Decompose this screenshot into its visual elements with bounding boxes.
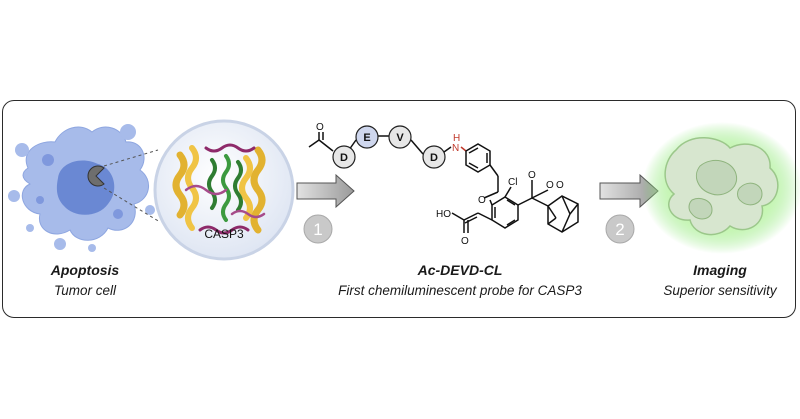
peroxide-oxygen-1: O	[546, 180, 554, 191]
probe-structure	[308, 132, 579, 233]
amine-hydrogen: H	[453, 133, 460, 144]
ether-oxygen: O	[478, 195, 486, 206]
probe-title: Ac-DEVD-CL	[417, 262, 503, 278]
residue-2: E	[363, 132, 370, 144]
atom-labels: O N H O Cl O O O HO O	[316, 122, 564, 247]
acid-carbonyl-oxygen: O	[461, 236, 469, 247]
amine-nitrogen: N	[452, 143, 459, 154]
peroxide-oxygen-2: O	[556, 180, 564, 191]
imaging-glow-illustration	[642, 122, 800, 254]
enzyme-icon	[87, 165, 105, 187]
acid-hydroxyl: HO	[436, 209, 451, 220]
apoptosis-title: Apoptosis	[50, 262, 120, 278]
chlorine: Cl	[508, 177, 517, 188]
residue-4: D	[430, 152, 438, 164]
probe-subtitle: First chemiluminescent probe for CASP3	[338, 283, 582, 298]
residue-beads: D E V D	[332, 125, 446, 169]
residue-1: D	[340, 152, 348, 164]
imaging-title: Imaging	[693, 262, 747, 278]
enzyme-label: CASP3	[204, 227, 244, 241]
step-2-number: 2	[615, 220, 624, 239]
methoxy-oxygen: O	[528, 170, 536, 181]
imaging-subtitle: Superior sensitivity	[663, 283, 777, 298]
casp3-zoom: CASP3	[153, 119, 295, 261]
step-1-number: 1	[313, 220, 322, 239]
protein-structure-icon	[172, 143, 266, 235]
acetyl-oxygen: O	[316, 122, 324, 133]
step-1-arrow: 1	[296, 173, 355, 244]
tumor-cell-illustration	[8, 124, 161, 252]
tumor-cell-subtitle: Tumor cell	[53, 283, 116, 298]
residue-3: V	[396, 132, 404, 144]
